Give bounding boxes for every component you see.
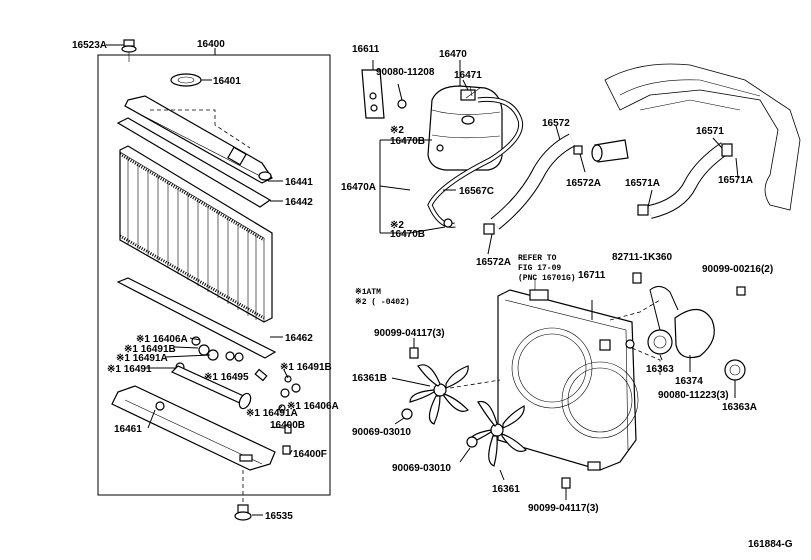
label-16361B: 16361B xyxy=(352,373,387,384)
label-16571A-right: 16571A xyxy=(718,175,753,186)
label-16491B-right: ※1 16491B xyxy=(280,362,332,373)
refer-box xyxy=(529,289,549,301)
label-90080-11223: 90080-11223(3) xyxy=(658,390,729,401)
label-16567C: 16567C xyxy=(459,186,494,197)
label-90099-00216: 90099-00216(2) xyxy=(702,264,773,275)
refer-line-3: (PNC 16701G) xyxy=(518,274,576,283)
label-16363: 16363 xyxy=(646,364,674,375)
label-16491B: ※1 16491B xyxy=(124,344,176,355)
label-16406A: ※1 16406A xyxy=(136,334,188,345)
label-16442: 16442 xyxy=(285,197,313,208)
label-note2-top: ※2 xyxy=(390,125,404,136)
engine-outline xyxy=(604,63,801,211)
nut xyxy=(466,436,478,448)
label-note2-bottom: ※2 xyxy=(390,220,404,231)
label-16470A: 16470A xyxy=(341,182,376,193)
label-90069-03010-left: 90069-03010 xyxy=(352,427,411,438)
label-16361: 16361 xyxy=(492,484,520,495)
label-16363A: 16363A xyxy=(722,402,757,413)
drain-cock xyxy=(234,504,252,521)
bolt xyxy=(561,477,571,489)
label-16495: ※1 16495 xyxy=(204,372,249,383)
label-16571: 16571 xyxy=(696,126,724,137)
reservoir-bracket xyxy=(361,69,385,119)
radiator-group-frame xyxy=(97,54,331,496)
label-16571A-left: 16571A xyxy=(625,178,660,189)
lower-gasket xyxy=(116,277,277,359)
label-82711-1K360: 82711-1K360 xyxy=(612,252,672,263)
label-16462: 16462 xyxy=(285,333,313,344)
bolt xyxy=(397,99,407,109)
label-16461: 16461 xyxy=(114,424,142,435)
label-16572A-right: 16572A xyxy=(566,178,601,189)
label-16611: 16611 xyxy=(352,44,380,55)
radiator-core xyxy=(119,145,273,323)
label-16406A-right: ※1 16406A xyxy=(287,401,339,412)
label-16470B-bottom: 16470B xyxy=(390,229,425,240)
label-16400F: 16400F xyxy=(293,449,327,460)
radiator-seal xyxy=(170,73,202,87)
label-16441: 16441 xyxy=(285,177,313,188)
upper-hose xyxy=(483,133,583,235)
upper-tank xyxy=(124,95,273,184)
label-90080-11208: 90080-11208 xyxy=(376,67,435,78)
label-16471: 16471 xyxy=(454,70,482,81)
label-16491A: ※1 16491A xyxy=(116,353,168,364)
label-90069-03010-mid: 90069-03010 xyxy=(392,463,451,474)
label-16400B: 16400B xyxy=(270,420,305,431)
label-16470: 16470 xyxy=(439,49,467,60)
label-16491A-right: ※1 16491A xyxy=(246,408,298,419)
upper-gasket xyxy=(116,117,272,208)
lower-tank xyxy=(111,385,276,471)
label-16572: 16572 xyxy=(542,118,570,129)
label-90099-04117-top: 90099-04117(3) xyxy=(374,328,445,339)
bolt xyxy=(409,347,419,359)
wire-connector xyxy=(632,272,642,284)
fitting xyxy=(284,424,292,434)
label-16400: 16400 xyxy=(197,39,225,50)
note-range: ※2 ( -0402) xyxy=(355,297,410,307)
note-atm: ※1ATM xyxy=(355,287,381,297)
seal-set xyxy=(175,336,301,412)
diagram-id: 161884-G xyxy=(748,539,793,550)
label-16491: ※1 16491 xyxy=(107,364,152,375)
reservoir-tank xyxy=(427,85,503,171)
lower-hose xyxy=(637,142,733,219)
bolt xyxy=(736,286,746,296)
bolt xyxy=(625,339,635,349)
fan-motor xyxy=(647,308,746,381)
label-16711: 16711 xyxy=(578,270,606,281)
fan-blade-left xyxy=(409,364,469,425)
label-90099-04117-bottom: 90099-04117(3) xyxy=(528,503,599,514)
nut xyxy=(401,408,413,420)
label-16535: 16535 xyxy=(265,511,293,522)
label-16374: 16374 xyxy=(675,376,703,387)
refer-line-1: REFER TO xyxy=(518,254,557,263)
refer-line-2: FIG 17-09 xyxy=(518,264,561,273)
label-16470B-top: 16470B xyxy=(390,136,425,147)
label-16401: 16401 xyxy=(213,76,241,87)
label-16523A: 16523A xyxy=(72,40,107,51)
label-16572A-bottom: 16572A xyxy=(476,257,511,268)
radiator-cap xyxy=(121,39,137,53)
